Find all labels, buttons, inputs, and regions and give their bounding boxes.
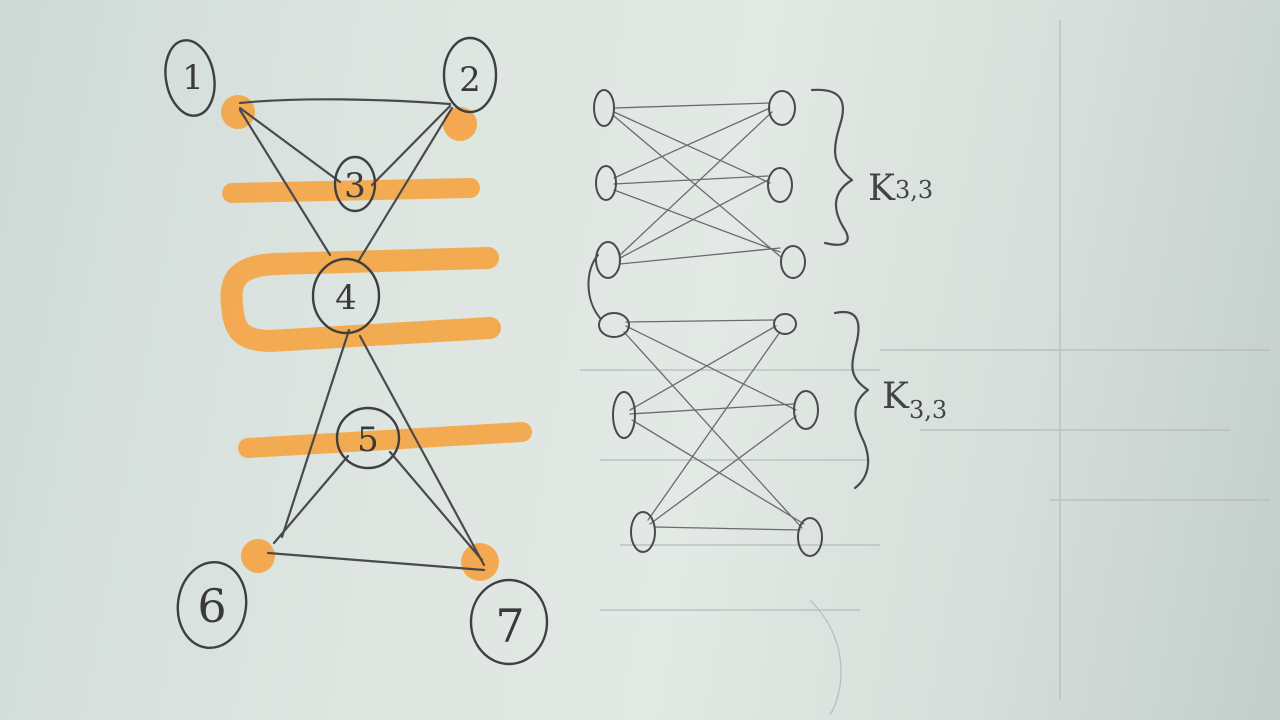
node-6-label: 6 [197, 579, 226, 633]
node-5-label: 5 [357, 420, 379, 460]
bottom-k33-label: K 3,3 [882, 376, 947, 424]
left-graph-nodes: 1 2 3 4 5 6 7 [164, 36, 549, 666]
top-left-vertex-3 [595, 241, 621, 279]
background-ghost-marks [580, 20, 1270, 716]
bottom-k-subscript: 3,3 [909, 396, 947, 424]
edge-1-4 [238, 108, 332, 257]
node-3: 3 [333, 155, 377, 213]
highlight-stripe-3 [238, 422, 532, 458]
bottom-curly-brace [833, 310, 870, 490]
node-3-label: 3 [344, 166, 366, 206]
top-left-vertex-1 [593, 89, 615, 127]
top-left-vertex-2 [595, 165, 617, 201]
top-k33-edges [613, 102, 783, 265]
edge-4-6 [280, 328, 351, 539]
edge-5-6 [272, 454, 350, 545]
highlighter-strokes [220, 95, 532, 581]
top-curly-brace [810, 88, 854, 246]
node-6: 6 [176, 560, 248, 650]
highlight-stripe-1 [222, 178, 480, 203]
top-right-vertex-3 [780, 245, 806, 279]
edge-1-2 [238, 98, 452, 106]
top-k-letter: K [868, 168, 896, 209]
highlight-dot-node-6 [241, 539, 275, 573]
edge-5-7 [388, 450, 484, 562]
bottom-k33-vertices [598, 312, 823, 557]
edge-6-7 [266, 551, 486, 572]
top-right-vertex-1 [768, 90, 796, 126]
top-k33-vertices [593, 89, 806, 279]
edge-2-4 [356, 106, 454, 264]
node-2-label: 2 [459, 60, 481, 100]
edge-4-7 [358, 334, 486, 567]
bottom-left-vertex-3 [630, 511, 656, 553]
node-5: 5 [335, 406, 401, 470]
left-graph-edges [238, 98, 486, 572]
node-1: 1 [164, 39, 216, 117]
bottom-k33-edges [623, 319, 805, 531]
right-graph-top-k33 [593, 88, 854, 279]
group-connector-curve [587, 254, 601, 319]
node-7-label: 7 [495, 599, 524, 653]
bottom-left-vertex-2 [612, 391, 636, 439]
highlight-u-shape [220, 247, 501, 352]
node-7: 7 [469, 578, 549, 666]
top-k-subscript: 3,3 [895, 176, 933, 204]
bottom-right-vertex-2 [793, 390, 819, 430]
right-graph-bottom-k33 [598, 310, 870, 557]
edge-2-3 [370, 104, 452, 187]
top-right-vertex-2 [767, 167, 793, 203]
top-k33-label: K 3,3 [868, 168, 933, 209]
node-2: 2 [442, 36, 498, 114]
bottom-k-letter: K [882, 376, 910, 417]
bottom-right-vertex-3 [797, 517, 823, 557]
edge-1-3 [238, 106, 342, 184]
node-4-label: 4 [335, 278, 357, 318]
node-4: 4 [311, 257, 381, 335]
highlight-dot-node-2 [443, 107, 477, 141]
bottom-left-vertex-1 [598, 312, 630, 338]
bottom-right-vertex-1 [773, 313, 797, 335]
node-1-label: 1 [182, 58, 204, 98]
highlight-dot-node-7 [461, 543, 499, 581]
